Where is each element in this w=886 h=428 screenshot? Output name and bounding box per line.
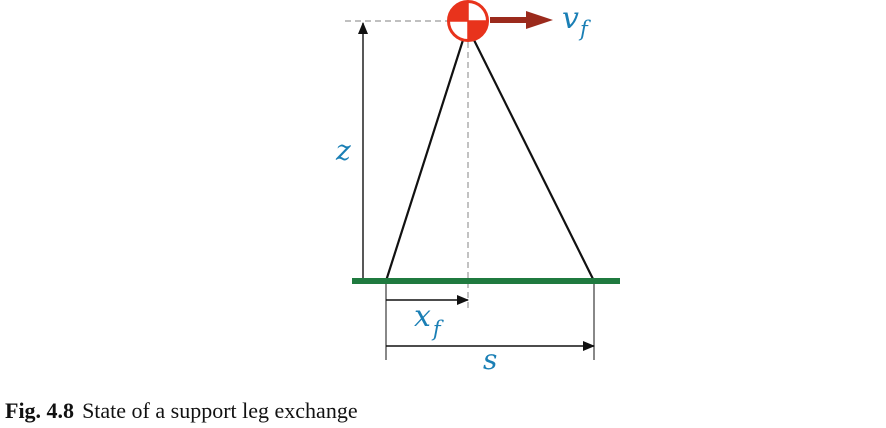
velocity-arrow [490,11,553,29]
foot-offset-label: xf [414,299,444,341]
velocity-label-main: v [562,1,579,36]
figure-caption: Fig. 4.8 State of a support leg exchange [5,398,358,424]
front-leg [473,39,595,282]
height-label: z [335,134,351,167]
rear-leg [384,39,465,282]
center-of-mass-icon [447,0,489,42]
foot-offset-label-main: x [414,299,431,334]
figure-caption-text: State of a support leg exchange [82,398,358,423]
velocity-label: vf [562,1,591,41]
foot-offset-label-sub: f [431,317,444,341]
figure-number: Fig. 4.8 [5,398,75,423]
step-length-label: s [483,343,497,376]
velocity-label-sub: f [578,17,591,41]
